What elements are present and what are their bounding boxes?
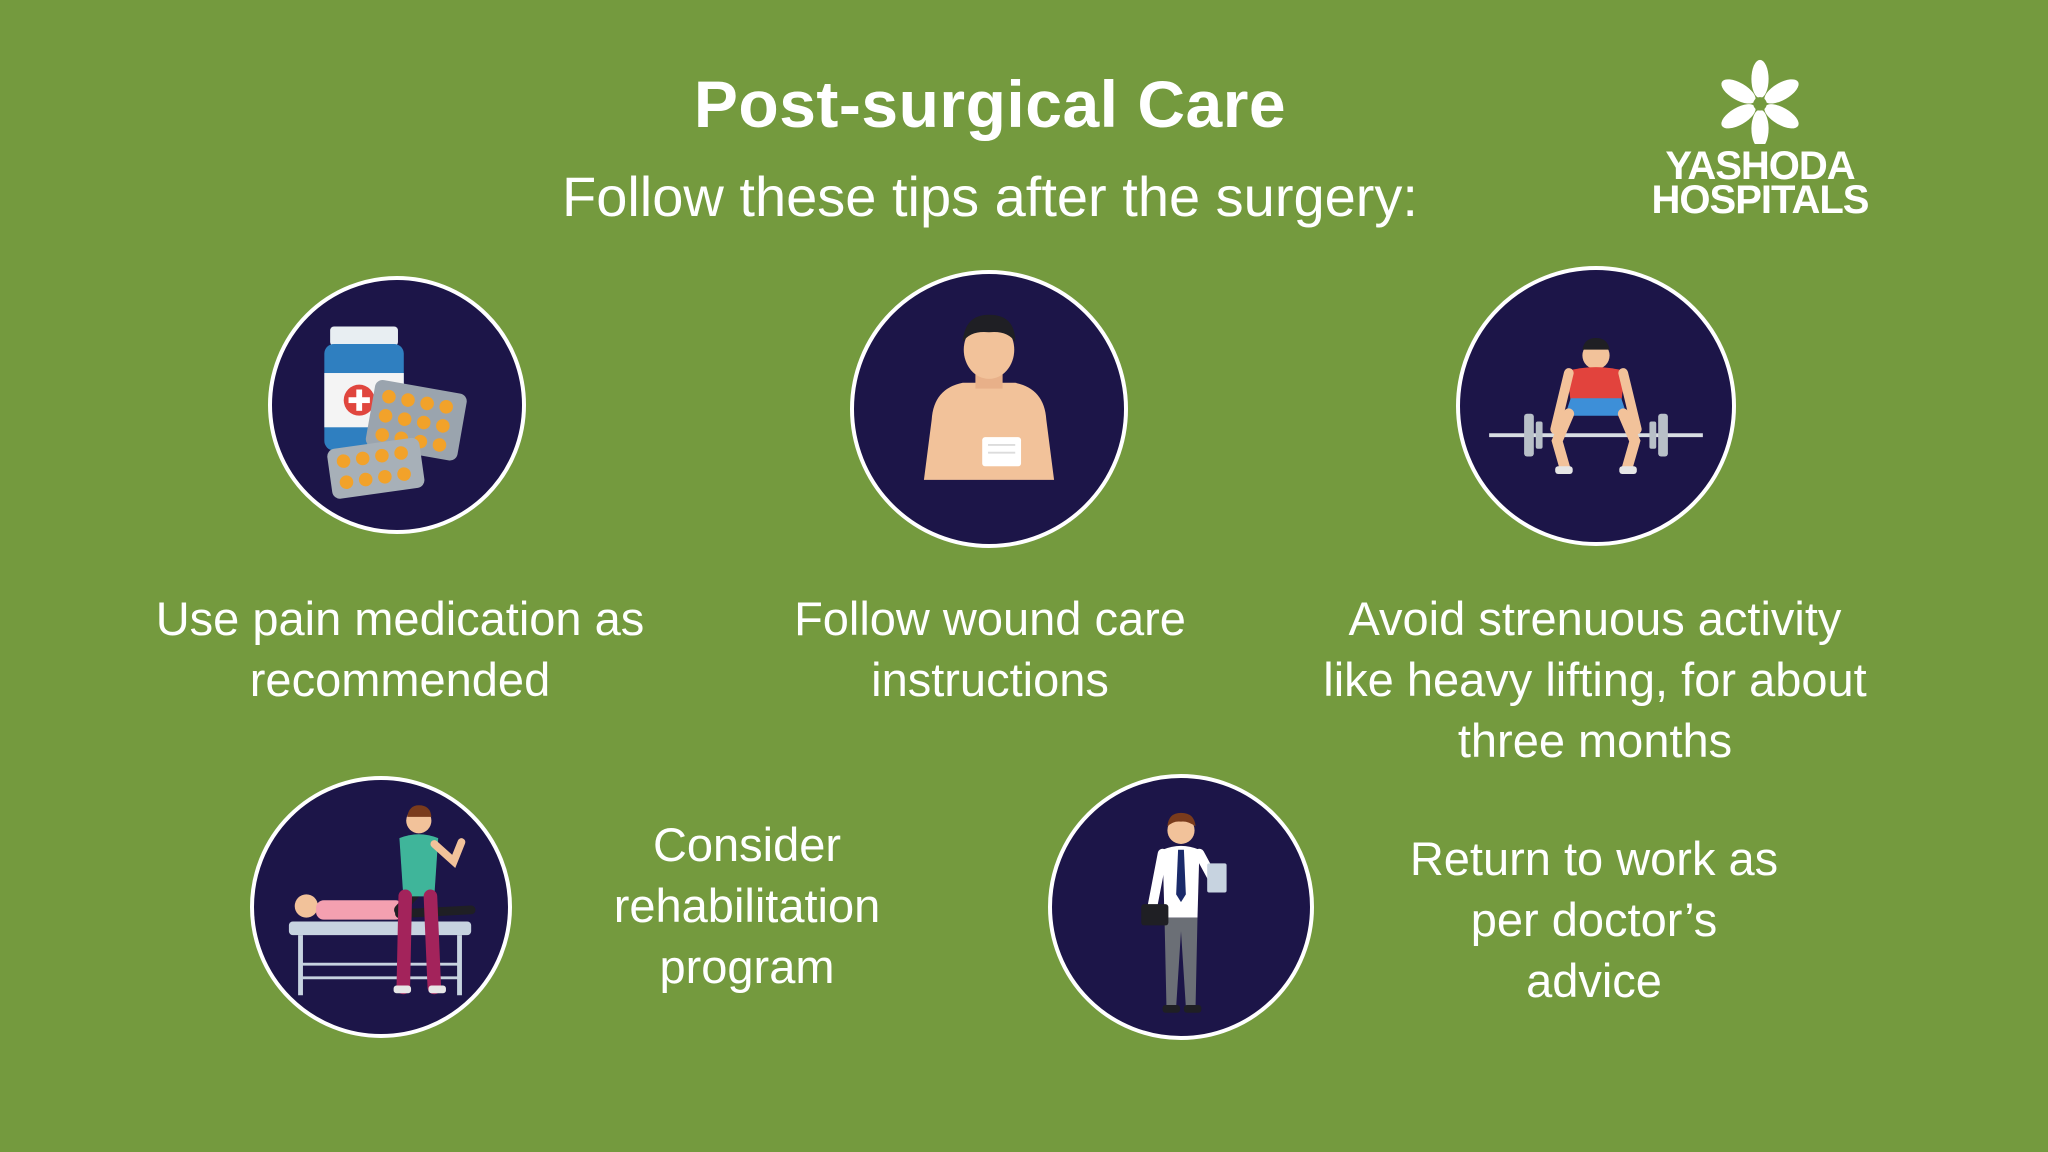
weightlifting-icon — [1456, 266, 1736, 546]
logo-text-line1: YASHODA — [1665, 144, 1855, 188]
tip-avoid-strenuous-activity: Avoid strenuous activity like heavy lift… — [1323, 592, 1867, 767]
physiotherapy-icon — [250, 776, 512, 1038]
medication-icon — [268, 276, 526, 534]
tip-wound-care: Follow wound care instructions — [794, 592, 1186, 706]
page-title: Post-surgical Care — [693, 67, 1287, 141]
wound-dressing-icon — [850, 270, 1128, 548]
tip-pain-medication: Use pain medication as recommended — [155, 592, 645, 706]
logo-text-line2: HOSPITALS — [1651, 178, 1870, 222]
tip-rehabilitation: Consider rehabilitation program — [613, 818, 881, 993]
tip-return-to-work: Return to work as per doctor’s advice — [1409, 832, 1779, 1007]
hospital-logo: YASHODA HOSPITALS — [1630, 58, 1890, 228]
office-worker-icon — [1048, 774, 1314, 1040]
page-subtitle: Follow these tips after the surgery: — [562, 165, 1418, 228]
flower-logo-icon — [1721, 59, 1799, 144]
